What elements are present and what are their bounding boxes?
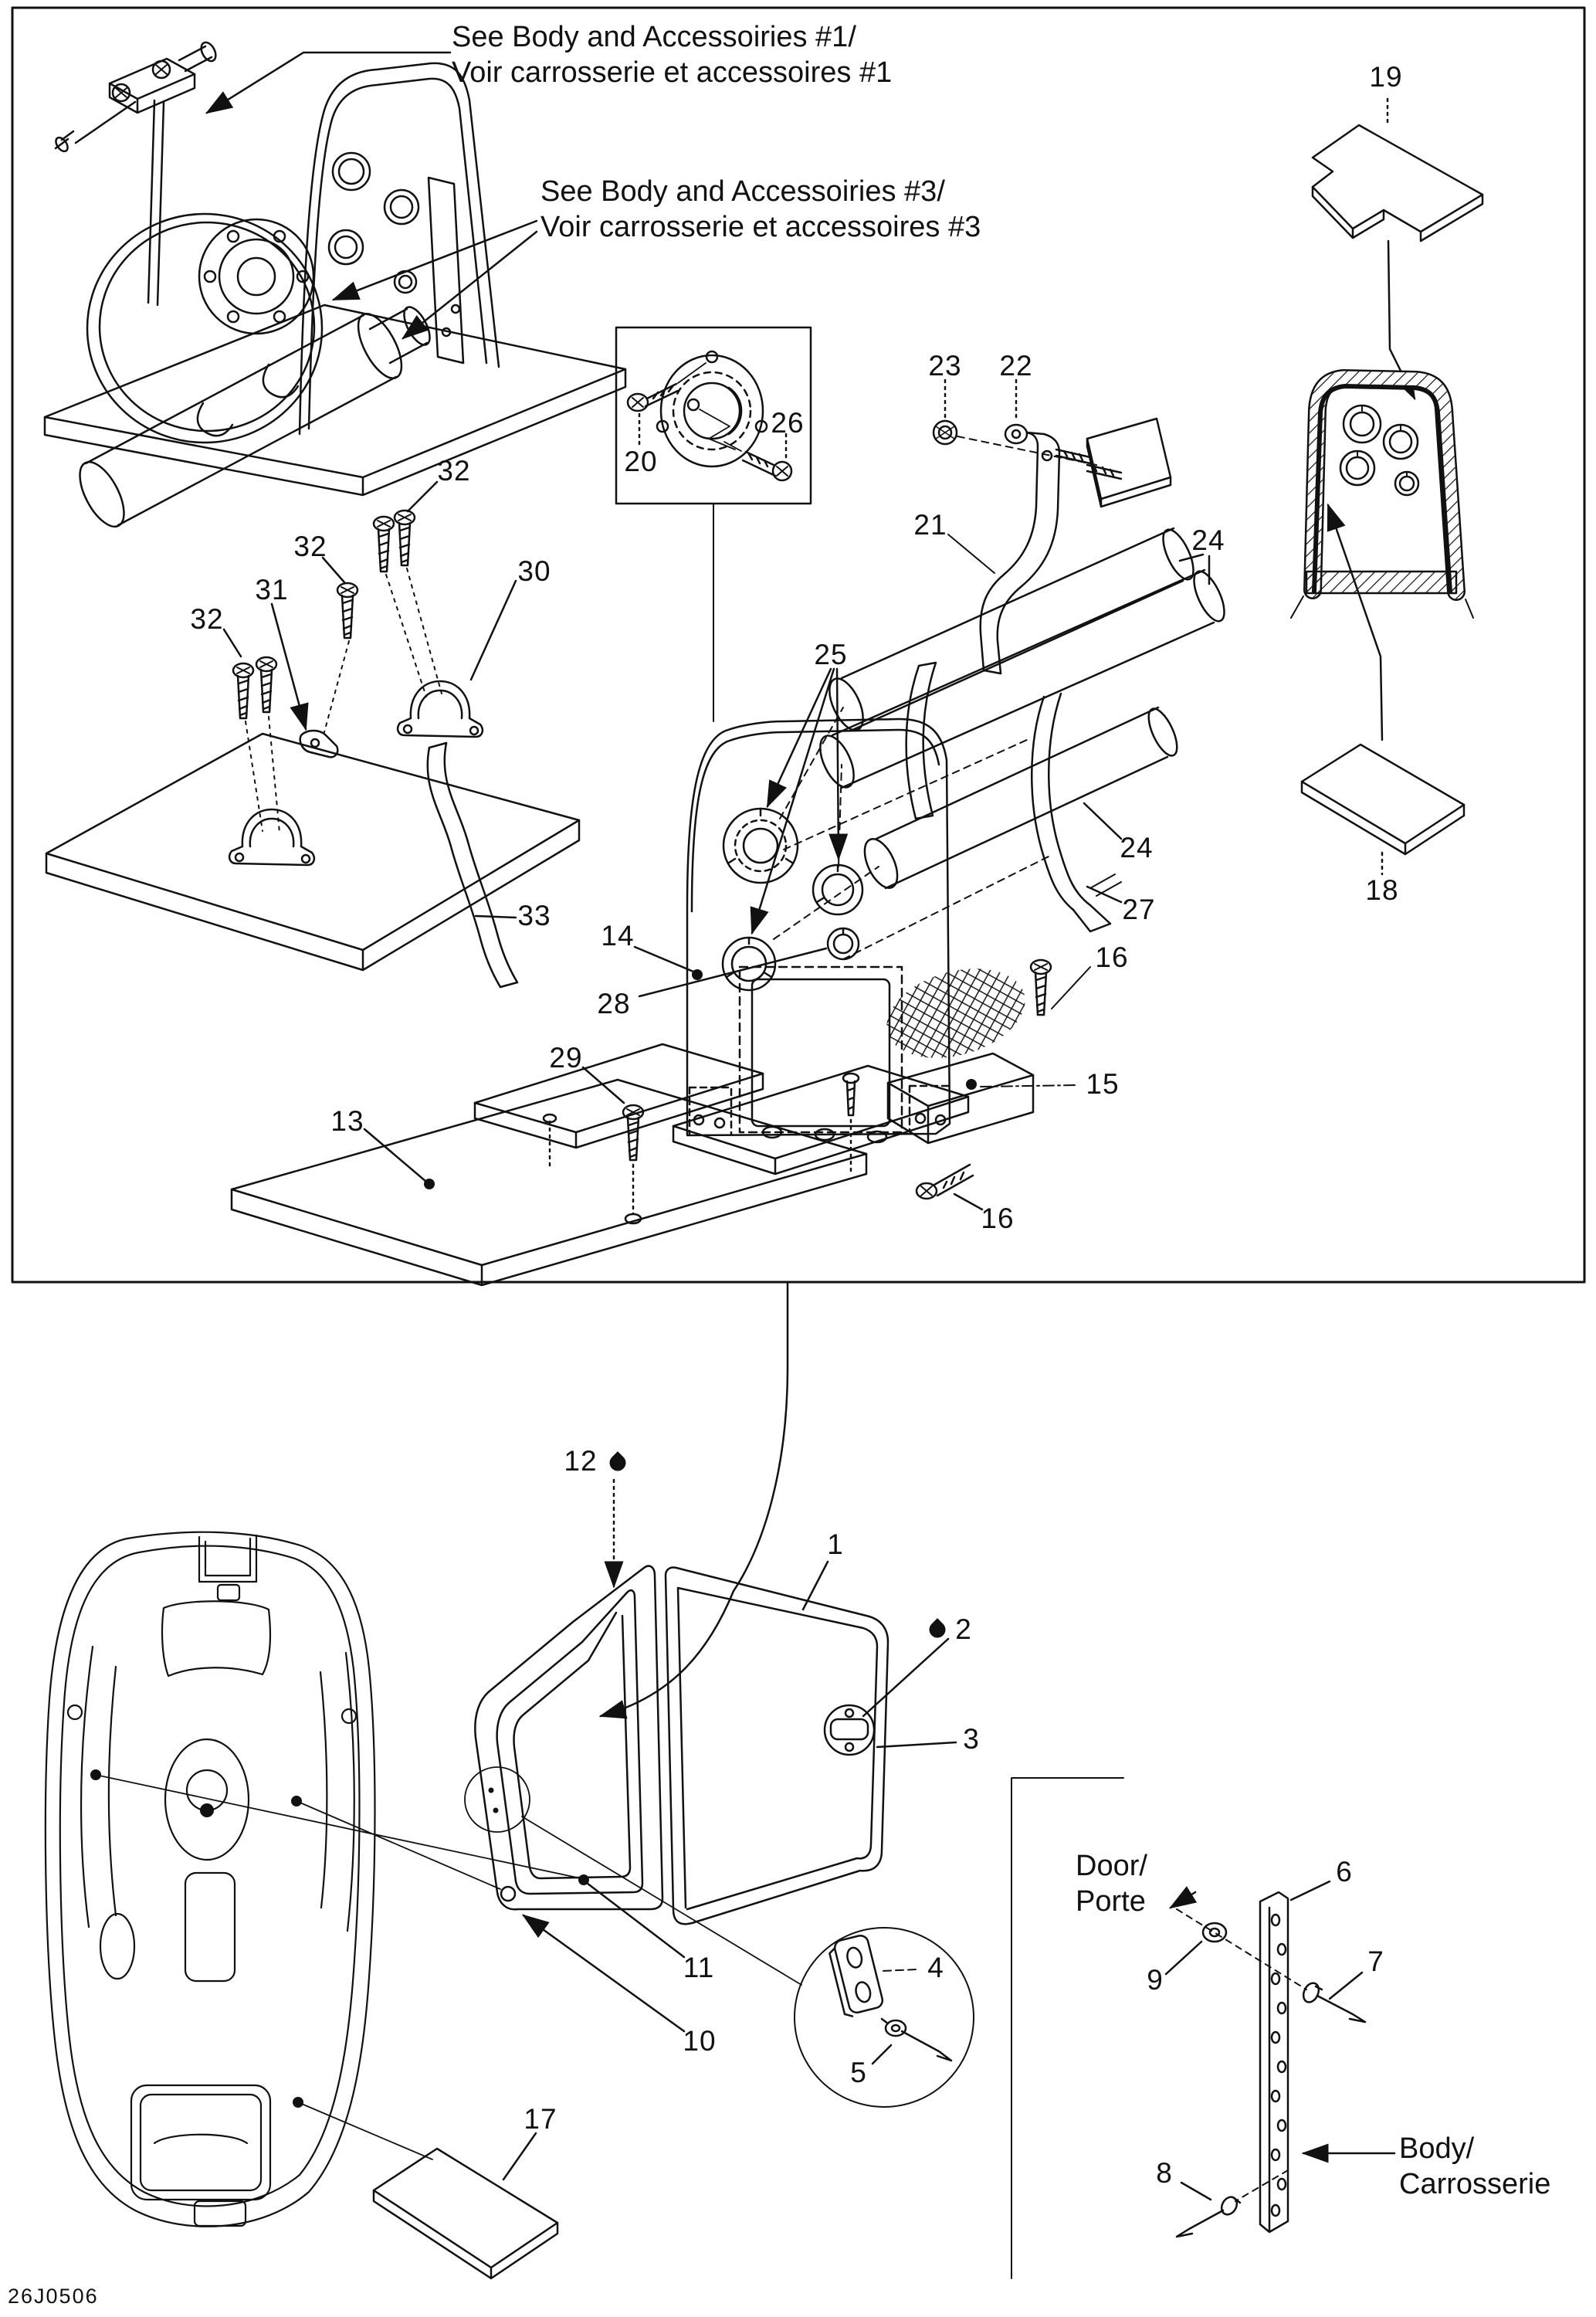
callout-18: 18 <box>1365 874 1399 906</box>
callout-30: 30 <box>517 555 551 587</box>
leader-14 <box>633 945 695 973</box>
callout-32b: 32 <box>293 531 327 562</box>
reference-note-3: See Body and Accessoiries #3/ Voir carro… <box>540 175 981 245</box>
callout-1: 1 <box>827 1528 844 1560</box>
inset-flange-detail <box>615 326 812 722</box>
callout-24b: 24 <box>1120 832 1154 863</box>
callout-24a: 24 <box>1191 524 1225 556</box>
body-side-note-en: Body/ <box>1399 2132 1475 2165</box>
callout-32a: 32 <box>190 603 224 635</box>
callout-23: 23 <box>928 350 962 382</box>
callout-2: 2 <box>955 1613 972 1645</box>
callout-11: 11 <box>683 1952 715 1983</box>
callout-27: 27 <box>1122 894 1156 925</box>
callout-21: 21 <box>913 509 947 541</box>
mat-17-illustration <box>372 2132 559 2280</box>
callout-13: 13 <box>330 1105 364 1137</box>
leader-ref3-b <box>402 230 538 340</box>
callout-25: 25 <box>814 639 848 670</box>
door-side-note: Door/ Porte <box>1076 1849 1147 1919</box>
leader-25-b <box>828 667 849 861</box>
strap-hardware-illustration <box>932 378 1172 675</box>
reference-note-1-line-en: See Body and Accessoiries #1/ <box>452 21 856 53</box>
leader-28 <box>638 947 828 998</box>
callout-15: 15 <box>1086 1068 1120 1100</box>
door-side-note-fr: Porte <box>1076 1884 1146 1918</box>
gasket-19-illustration <box>1311 97 1484 401</box>
leader-25-c <box>750 667 835 935</box>
callout-19: 19 <box>1369 61 1403 93</box>
callout-17: 17 <box>524 2103 557 2135</box>
callout-26: 26 <box>771 407 805 439</box>
leader-25-a <box>766 667 832 809</box>
body-side-note-fr: Carrosserie <box>1399 2167 1551 2200</box>
callout-20: 20 <box>624 446 658 477</box>
callout-5: 5 <box>850 2057 867 2088</box>
engine-assembly-illustration <box>43 41 627 528</box>
callout-9: 9 <box>1147 1964 1164 1996</box>
door-assembly-illustration <box>464 1478 957 2033</box>
leader-ref1 <box>205 51 452 114</box>
callout-6: 6 <box>1336 1856 1353 1888</box>
door-side-note-en: Door/ <box>1076 1850 1147 1882</box>
deck-top-view-illustration <box>44 1531 581 2227</box>
reference-note-3-line-en: See Body and Accessoiries #3/ <box>540 175 945 208</box>
callout-32c: 32 <box>437 455 471 487</box>
drawing-code: 26J0506 <box>8 2285 99 2308</box>
plate-18-illustration <box>1300 743 1466 876</box>
top-section-frame <box>11 6 1586 1284</box>
callout-33: 33 <box>517 900 551 931</box>
callout-22: 22 <box>999 350 1033 382</box>
base-plates-illustration <box>230 958 1091 1287</box>
body-side-note: Body/ Carrosserie <box>1399 2132 1550 2202</box>
hinge-bracket-detail-circle <box>794 1927 974 2108</box>
callout-10: 10 <box>683 2025 717 2057</box>
tubes-illustration <box>773 527 1225 960</box>
callout-4: 4 <box>927 1952 944 1983</box>
callout-16b: 16 <box>981 1203 1015 1234</box>
callout-29: 29 <box>549 1042 583 1074</box>
callout-14: 14 <box>601 920 635 952</box>
reference-note-3-line-fr: Voir carrosserie et accessoires #3 <box>540 210 981 243</box>
callout-3: 3 <box>963 1723 980 1755</box>
vent-panel-illustration <box>686 717 1025 1174</box>
seat-panel-illustration <box>1290 369 1474 741</box>
callout-16a: 16 <box>1095 941 1129 973</box>
clamp-assembly-illustration <box>45 480 581 989</box>
reference-note-1-line-fr: Voir carrosserie et accessoires #1 <box>452 56 893 89</box>
callout-7: 7 <box>1367 1946 1384 1977</box>
callout-31: 31 <box>255 574 289 606</box>
callout-8: 8 <box>1156 2157 1173 2189</box>
callout-28: 28 <box>597 988 631 1019</box>
door-swing-arc <box>598 1282 789 1719</box>
reference-note-1: See Body and Accessoiries #1/ Voir carro… <box>452 20 892 90</box>
callout-12: 12 <box>564 1445 598 1477</box>
leader-ref3-a <box>331 219 538 301</box>
hinge-strip-illustration <box>1011 1777 1396 2279</box>
